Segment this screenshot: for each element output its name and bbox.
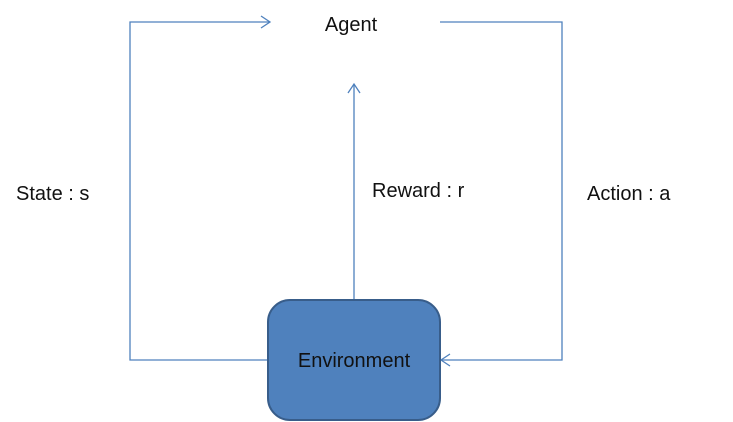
state-connector [129,21,270,361]
state-label: State : s [16,183,89,205]
environment-label: Environment [298,350,411,372]
action-label: Action : a [587,183,671,205]
state-arrowhead [260,15,272,29]
action-connector [440,21,563,361]
reward-arrowhead [347,82,361,94]
reward-label: Reward : r [372,180,465,202]
environment-box [267,299,441,421]
agent-label: Agent [325,14,378,36]
